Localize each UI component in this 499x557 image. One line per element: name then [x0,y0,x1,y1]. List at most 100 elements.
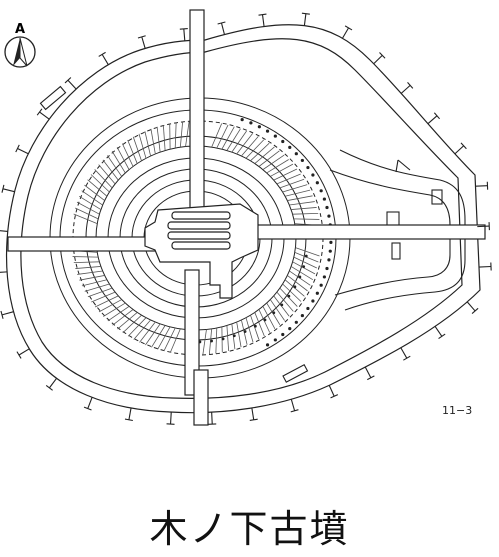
stake-dot [287,294,291,298]
stake-dot [327,214,331,218]
hachure-tick-cap [83,406,92,411]
stake-dot [288,327,292,331]
hachure-tick-cap [137,35,146,39]
slope-hatch-line [151,325,166,348]
slope-hatch-line [174,122,177,149]
slope-hatch-line [276,173,301,185]
hachure-tick-cap [403,355,411,361]
excavation-trenches [7,9,486,426]
slope-hatch-line [236,133,253,155]
hachure-tick [477,225,490,228]
slope-hatch-line [127,139,138,164]
hachure-tick [261,14,265,27]
slope-hatch-line [156,126,161,153]
slope-hatch-line [245,317,254,343]
slope-hatch-line [75,266,101,269]
stake-dot [273,134,277,138]
hachure-tick [434,326,443,337]
stake-dot [263,318,267,322]
slope-hatch-line [293,218,320,220]
hachure-tick [141,36,146,49]
hachure-tick [101,54,109,65]
slope-hatch-line [179,121,184,148]
hachure-tick-cap [15,144,20,153]
stake-dot [294,320,298,324]
stake-dot [319,189,323,193]
stake-dot [232,334,236,338]
slope-hatch-line [258,150,280,167]
slope-hatch-line [144,131,151,157]
slope-hatch-line [291,207,317,210]
north-label: A [15,22,25,37]
hachure-tick [220,22,226,35]
slope-hatch-line [287,195,313,201]
hachure-tick [364,366,372,379]
slope-hatch-line [81,190,103,206]
slope-hatch-line [73,213,98,224]
stake-dot [221,337,225,341]
stake-dot [281,139,285,144]
slope-hatch-line [84,184,105,201]
figure-number: 11−3 [442,404,472,417]
slope-hatch-line [185,121,190,147]
slope-hatch-line [285,189,311,197]
slope-hatch-line [221,126,235,150]
hachure-tick-cap [367,375,375,381]
hachure-tick-cap [217,21,226,25]
slope-hatch-line [94,169,113,189]
site-name-caption: 木ノ下古墳 [149,507,350,551]
slope-hatch-line [150,128,156,155]
slope-hatch-line [139,321,156,343]
hachure-tick-cap [124,418,133,422]
stake-dot [325,266,329,271]
hachure-tick [466,301,476,312]
stake-dot [329,240,333,244]
stake-dot [306,165,310,170]
slope-hatch-line [163,327,176,352]
stake-dot [280,303,284,307]
hachure-tick-cap [433,112,441,120]
outer-embankment [5,24,481,414]
slope-hatch-line [138,133,147,159]
slope-hatch-line [132,136,142,161]
hachure-tick [475,185,488,187]
slope-hatch-line [79,275,105,281]
slope-hatch-line [254,146,275,164]
hachure-tick-cap [16,351,22,359]
slope-hatch-line [73,261,100,263]
slope-hatch-line [282,283,302,302]
slope-hatch-line [112,309,134,326]
stake-dot [315,291,319,295]
slope-hatch-line [76,201,100,215]
slope-hatch-line [245,139,265,159]
slope-hatch-line [116,147,130,170]
slope-hatch-line [270,163,294,177]
hachure-tick-cap [471,307,479,314]
slope-hatch-line [107,306,130,322]
slope-hatch-line [77,270,103,275]
stake-dot [272,311,276,315]
north-arrow-icon: A [4,22,36,68]
hachure-tick [18,348,30,356]
stake-dot [265,343,270,347]
hachure-tick [183,28,186,41]
slope-hatch-line [87,179,108,197]
feature-markers [39,85,309,383]
burial-chamber [144,203,259,299]
embankment-hachures [0,12,492,425]
slope-hatch-line [107,155,123,177]
stake-dot [243,330,247,333]
slope-hatch-line [226,128,241,151]
slope-hatch-line [202,329,207,355]
hachure-tick [48,377,58,389]
hachure-tick-cap [330,394,339,399]
hachure-tick-cap [407,82,414,89]
slope-hatch-line [262,306,276,329]
stake-dot [294,152,298,156]
hachure-tick [427,115,438,125]
slope-hatch-line [91,291,116,303]
slope-hatch-line [287,275,308,292]
slope-hatch-line [266,159,289,174]
hachure-tick [39,111,50,120]
